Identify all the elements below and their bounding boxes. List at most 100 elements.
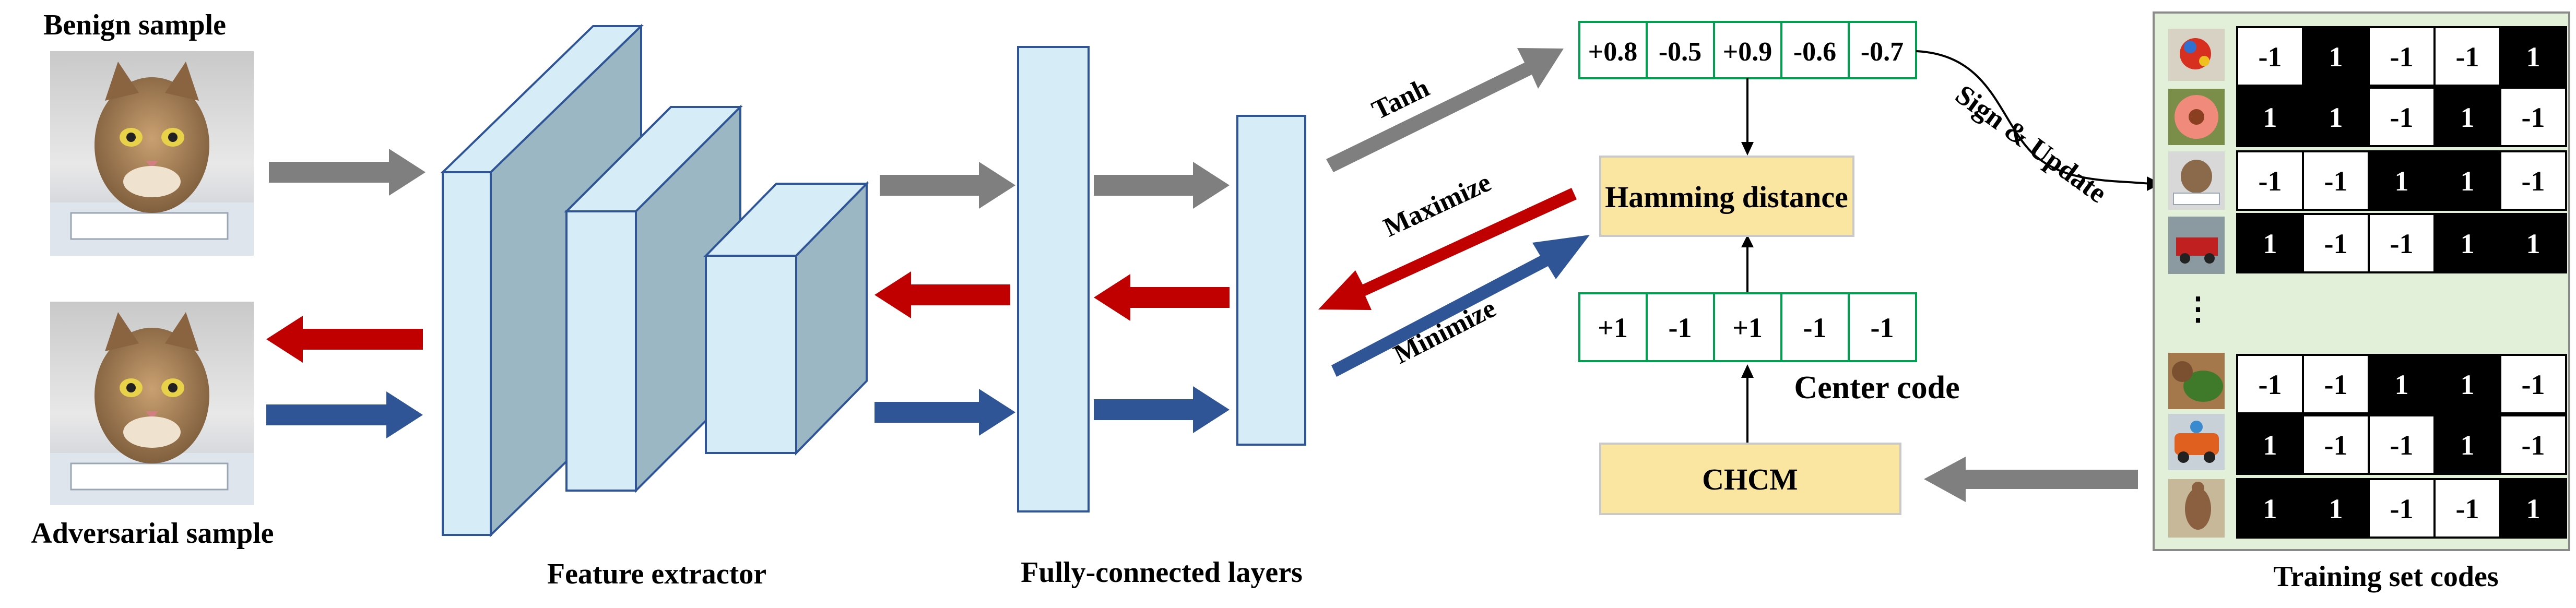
training-code-cell	[2433, 213, 2501, 273]
training-code-value: 1	[2461, 165, 2475, 197]
training-code-value: -1	[2390, 430, 2414, 461]
chcm-box	[1599, 443, 1901, 515]
center-code-label: Center code	[1794, 370, 1959, 406]
red-arrow-fc-to-fe	[875, 271, 1010, 318]
training-code-cell	[2236, 414, 2304, 475]
benign-cat-image	[50, 51, 254, 256]
training-code-cell	[2433, 478, 2501, 539]
training-code-value: -1	[2324, 369, 2348, 400]
training-code-cell	[2499, 26, 2567, 87]
center-code-cell: +1	[1598, 312, 1628, 343]
training-code-value: -1	[2259, 165, 2282, 197]
training-code-value: -1	[2456, 493, 2479, 524]
gray-arrow-fc1-to-fc2	[1094, 162, 1230, 209]
training-code-cell	[2433, 150, 2501, 211]
thumbnails	[2168, 29, 2225, 538]
training-code-value: 1	[2395, 165, 2409, 197]
training-code-cell	[2499, 87, 2567, 147]
training-code-value: 1	[2263, 228, 2277, 259]
red-arrow-fc2-to-fc1	[1094, 274, 1230, 321]
continuous-code-cell: -0.7	[1861, 37, 1904, 67]
training-code-cell	[2499, 414, 2567, 475]
training-code-value: -1	[2259, 369, 2282, 400]
chcm-label: CHCM	[1702, 462, 1798, 496]
training-code-value: 1	[2329, 41, 2343, 73]
training-code-value: -1	[2390, 102, 2414, 133]
training-code-value: -1	[2456, 41, 2479, 73]
training-codes-label: Training set codes	[2273, 561, 2498, 593]
training-code-value: 1	[2526, 41, 2540, 73]
continuous-code-cell: -0.5	[1659, 37, 1701, 67]
training-code-cell	[2499, 354, 2567, 414]
gray-arrow-tanh	[1326, 48, 1564, 172]
training-code-value: -1	[2324, 430, 2348, 461]
training-code-cell	[2368, 478, 2436, 539]
continuous-code-cell: -0.6	[1793, 37, 1836, 67]
car-thumbnail	[2168, 217, 2225, 274]
training-code-value: -1	[2390, 228, 2414, 259]
training-code-value: 1	[2526, 493, 2540, 524]
training-code-row: 1 -1 -1 1 1	[2236, 213, 2567, 273]
fc-layer-2	[1236, 115, 1306, 446]
feature-block-3	[703, 181, 869, 456]
training-code-cell	[2302, 26, 2370, 87]
red-arrow-adv-out	[266, 316, 423, 363]
fc-layer-1	[1017, 46, 1090, 512]
gray-arrow-fe-to-fc	[880, 162, 1015, 209]
training-code-cell	[2499, 213, 2567, 273]
training-code-cell	[2236, 87, 2304, 147]
training-code-value: -1	[2324, 228, 2348, 259]
training-code-value: 1	[2461, 369, 2475, 400]
training-code-cell	[2433, 354, 2501, 414]
training-code-value: 1	[2461, 228, 2475, 259]
red-arrow-maximize	[1318, 188, 1577, 310]
adversarial-cat-image	[50, 302, 254, 505]
flower-thumbnail	[2168, 89, 2225, 145]
hamming-distance-label: Hamming distance	[1605, 180, 1848, 214]
flow-arrows	[266, 48, 2138, 502]
car-toy-thumbnail	[2168, 414, 2225, 470]
continuous-code-cell: +0.8	[1588, 37, 1638, 67]
training-code-cell	[2302, 354, 2370, 414]
blue-arrow-minimize	[1331, 235, 1590, 377]
training-code-value: 1	[2263, 493, 2277, 524]
training-code-cell	[2302, 478, 2370, 539]
training-code-cell	[2368, 213, 2436, 273]
blue-arrow-fe-to-fc	[875, 389, 1015, 436]
training-code-value: 1	[2329, 102, 2343, 133]
training-code-cell	[2302, 150, 2370, 211]
center-code-row: +1 -1 +1 -1 -1	[1578, 292, 1917, 362]
gray-arrow-codes-to-chcm	[1924, 457, 2138, 502]
training-code-cell	[2368, 87, 2436, 147]
adversarial-sample-label: Adversarial sample	[31, 517, 274, 550]
training-code-cell	[2302, 414, 2370, 475]
training-code-value: 1	[2395, 369, 2409, 400]
training-code-cell	[2433, 87, 2501, 147]
training-code-value: 1	[2461, 102, 2475, 133]
training-code-cell	[2368, 150, 2436, 211]
blue-arrow-fc1-to-fc2	[1094, 386, 1230, 433]
bird-toy-thumbnail	[2168, 29, 2225, 81]
training-code-cell	[2499, 150, 2567, 211]
training-code-value: 1	[2263, 102, 2277, 133]
feature-extractor-label: Feature extractor	[547, 558, 766, 590]
cat-thumbnail	[2168, 151, 2225, 210]
training-code-cell	[2302, 87, 2370, 147]
hamming-distance-box	[1599, 156, 1854, 237]
training-code-cell	[2368, 26, 2436, 87]
training-code-value: -1	[2522, 430, 2545, 461]
training-code-cell	[2236, 213, 2304, 273]
training-code-cell	[2236, 26, 2304, 87]
center-code-cell: -1	[1669, 312, 1692, 343]
training-code-value: -1	[2522, 102, 2545, 133]
training-code-value: -1	[2259, 41, 2282, 73]
training-code-value: 1	[2526, 228, 2540, 259]
training-code-cell	[2236, 354, 2304, 414]
training-code-cell	[2499, 478, 2567, 539]
training-code-value: -1	[2522, 165, 2545, 197]
